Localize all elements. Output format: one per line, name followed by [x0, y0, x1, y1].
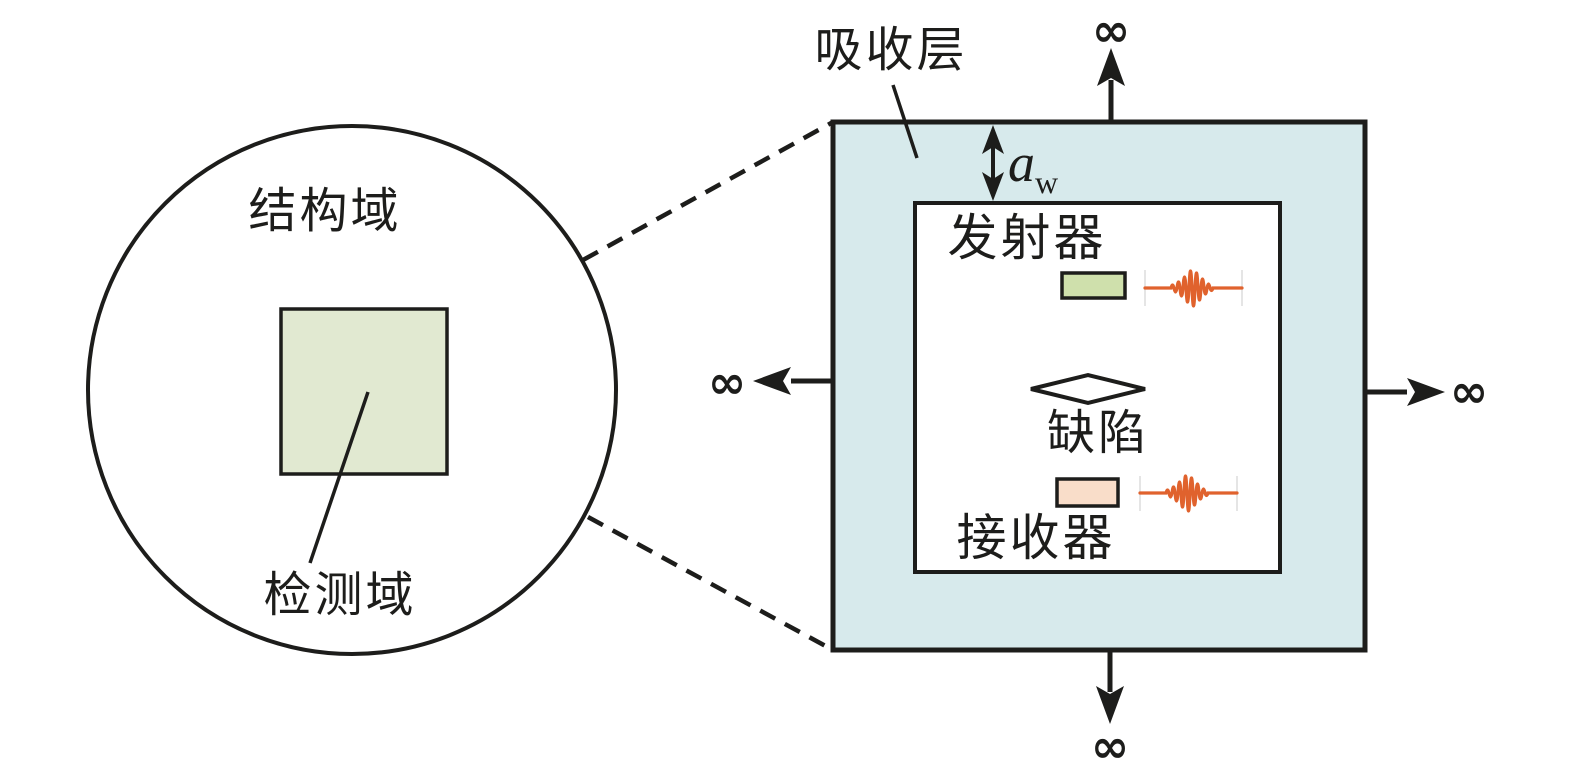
infinity-arrow-right — [1365, 378, 1445, 406]
detection-domain-label: 检测域 — [263, 569, 417, 622]
receiver-element — [1055, 477, 1120, 508]
infinity-symbol-left: ∞ — [707, 355, 747, 409]
infinity-symbol-top: ∞ — [1091, 3, 1131, 57]
absorber-leader-line — [891, 84, 919, 159]
infinity-arrow-left — [753, 367, 833, 395]
zoom-dashed-line-bottom — [586, 515, 833, 651]
transmitter-label: 发射器 — [947, 210, 1107, 266]
thickness-label-subscript: w — [1035, 164, 1059, 200]
structure-domain-label: 结构域 — [248, 185, 402, 238]
infinity-symbol-right: ∞ — [1449, 364, 1489, 418]
receiver-label: 接收器 — [956, 510, 1116, 566]
absorber-layer-label: 吸收层 — [814, 24, 968, 77]
infinity-arrow-bottom — [1096, 650, 1124, 724]
thickness-label: aw — [1008, 136, 1058, 198]
infinity-arrow-top — [1097, 48, 1125, 122]
zoom-dashed-line-top — [581, 120, 835, 262]
detection-domain-square — [279, 307, 449, 476]
detection-domain-leader-line — [308, 391, 370, 564]
defect-diamond — [1030, 372, 1146, 406]
thickness-label-base: a — [1008, 133, 1035, 193]
defect-label: 缺陷 — [1046, 407, 1150, 460]
infinity-symbol-bottom: ∞ — [1090, 719, 1130, 773]
transmitter-element — [1060, 271, 1127, 300]
thickness-double-arrow — [982, 125, 1004, 201]
transmitter-waveform — [1143, 269, 1244, 308]
receiver-waveform — [1138, 474, 1239, 513]
